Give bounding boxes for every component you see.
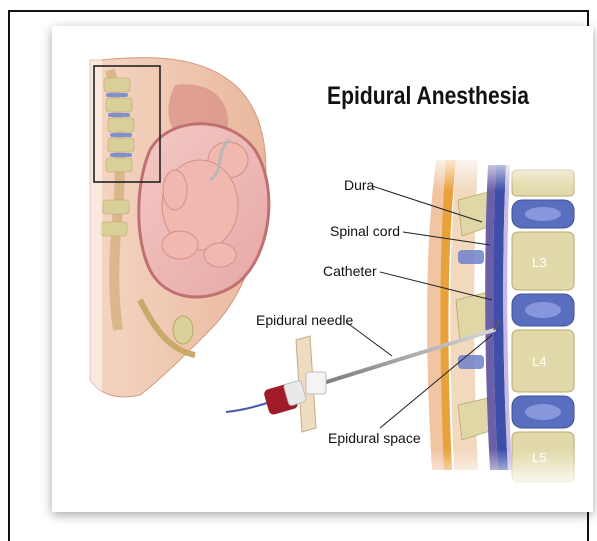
label-dura: Dura <box>344 177 375 193</box>
vertebra-label-l3: L3 <box>532 255 546 270</box>
label-epidural-needle: Epidural needle <box>256 312 354 328</box>
label-epidural-space: Epidural space <box>328 430 421 446</box>
vertebra-label-l4: L4 <box>532 354 546 369</box>
pregnant-body-illustration <box>88 55 269 400</box>
diagram-title: Epidural Anesthesia <box>327 82 530 110</box>
label-spinal-cord: Spinal cord <box>330 223 400 239</box>
label-catheter: Catheter <box>323 263 377 279</box>
vertebra-label-l5: L5 <box>532 450 546 465</box>
